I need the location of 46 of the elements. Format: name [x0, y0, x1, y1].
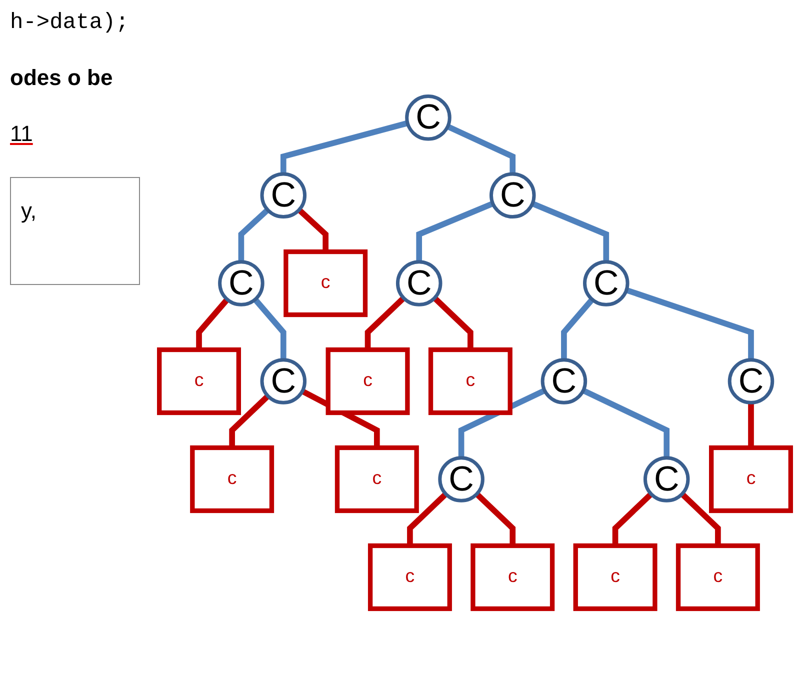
connector: [680, 492, 721, 546]
connector: [252, 298, 286, 360]
note-text: y,: [10, 177, 140, 285]
node-box: c: [190, 445, 274, 514]
node-circle: C: [438, 456, 484, 502]
node-circle: C: [728, 358, 774, 404]
connector: [238, 208, 270, 262]
connector: [561, 298, 594, 360]
connector: [280, 120, 408, 174]
node-box: c: [334, 445, 419, 514]
node-box: c: [470, 543, 555, 612]
node-circle: C: [260, 358, 307, 404]
node-box: c: [157, 347, 241, 416]
connector: [531, 200, 610, 262]
node-box: c: [428, 347, 512, 416]
count-number: 11: [10, 121, 34, 147]
node-box: c: [676, 543, 760, 612]
code-text: h->data);: [10, 10, 130, 35]
node-circle: C: [583, 260, 630, 306]
node-circle: C: [540, 358, 588, 404]
connector: [432, 296, 474, 350]
connector: [364, 296, 406, 350]
connector: [474, 492, 516, 546]
node-box: c: [368, 543, 452, 612]
connector: [407, 492, 448, 546]
node-circle: C: [218, 260, 264, 306]
connector: [612, 492, 654, 546]
node-box: c: [709, 445, 793, 514]
node-box: c: [573, 543, 658, 612]
connector: [416, 200, 494, 262]
node-circle: C: [396, 260, 442, 306]
connector: [625, 287, 754, 360]
connector: [196, 298, 230, 350]
node-circle: C: [643, 456, 690, 502]
connector: [458, 388, 546, 458]
node-circle: C: [489, 172, 536, 218]
connector: [229, 394, 270, 448]
connector: [446, 124, 516, 174]
connector: [297, 208, 328, 252]
body-text: odes o be: [10, 65, 114, 91]
connector: [582, 388, 670, 458]
node-box: c: [284, 249, 368, 318]
connector: [748, 402, 754, 448]
node-circle: C: [260, 172, 307, 218]
node-circle: C: [405, 94, 452, 141]
node-box: c: [326, 347, 410, 416]
